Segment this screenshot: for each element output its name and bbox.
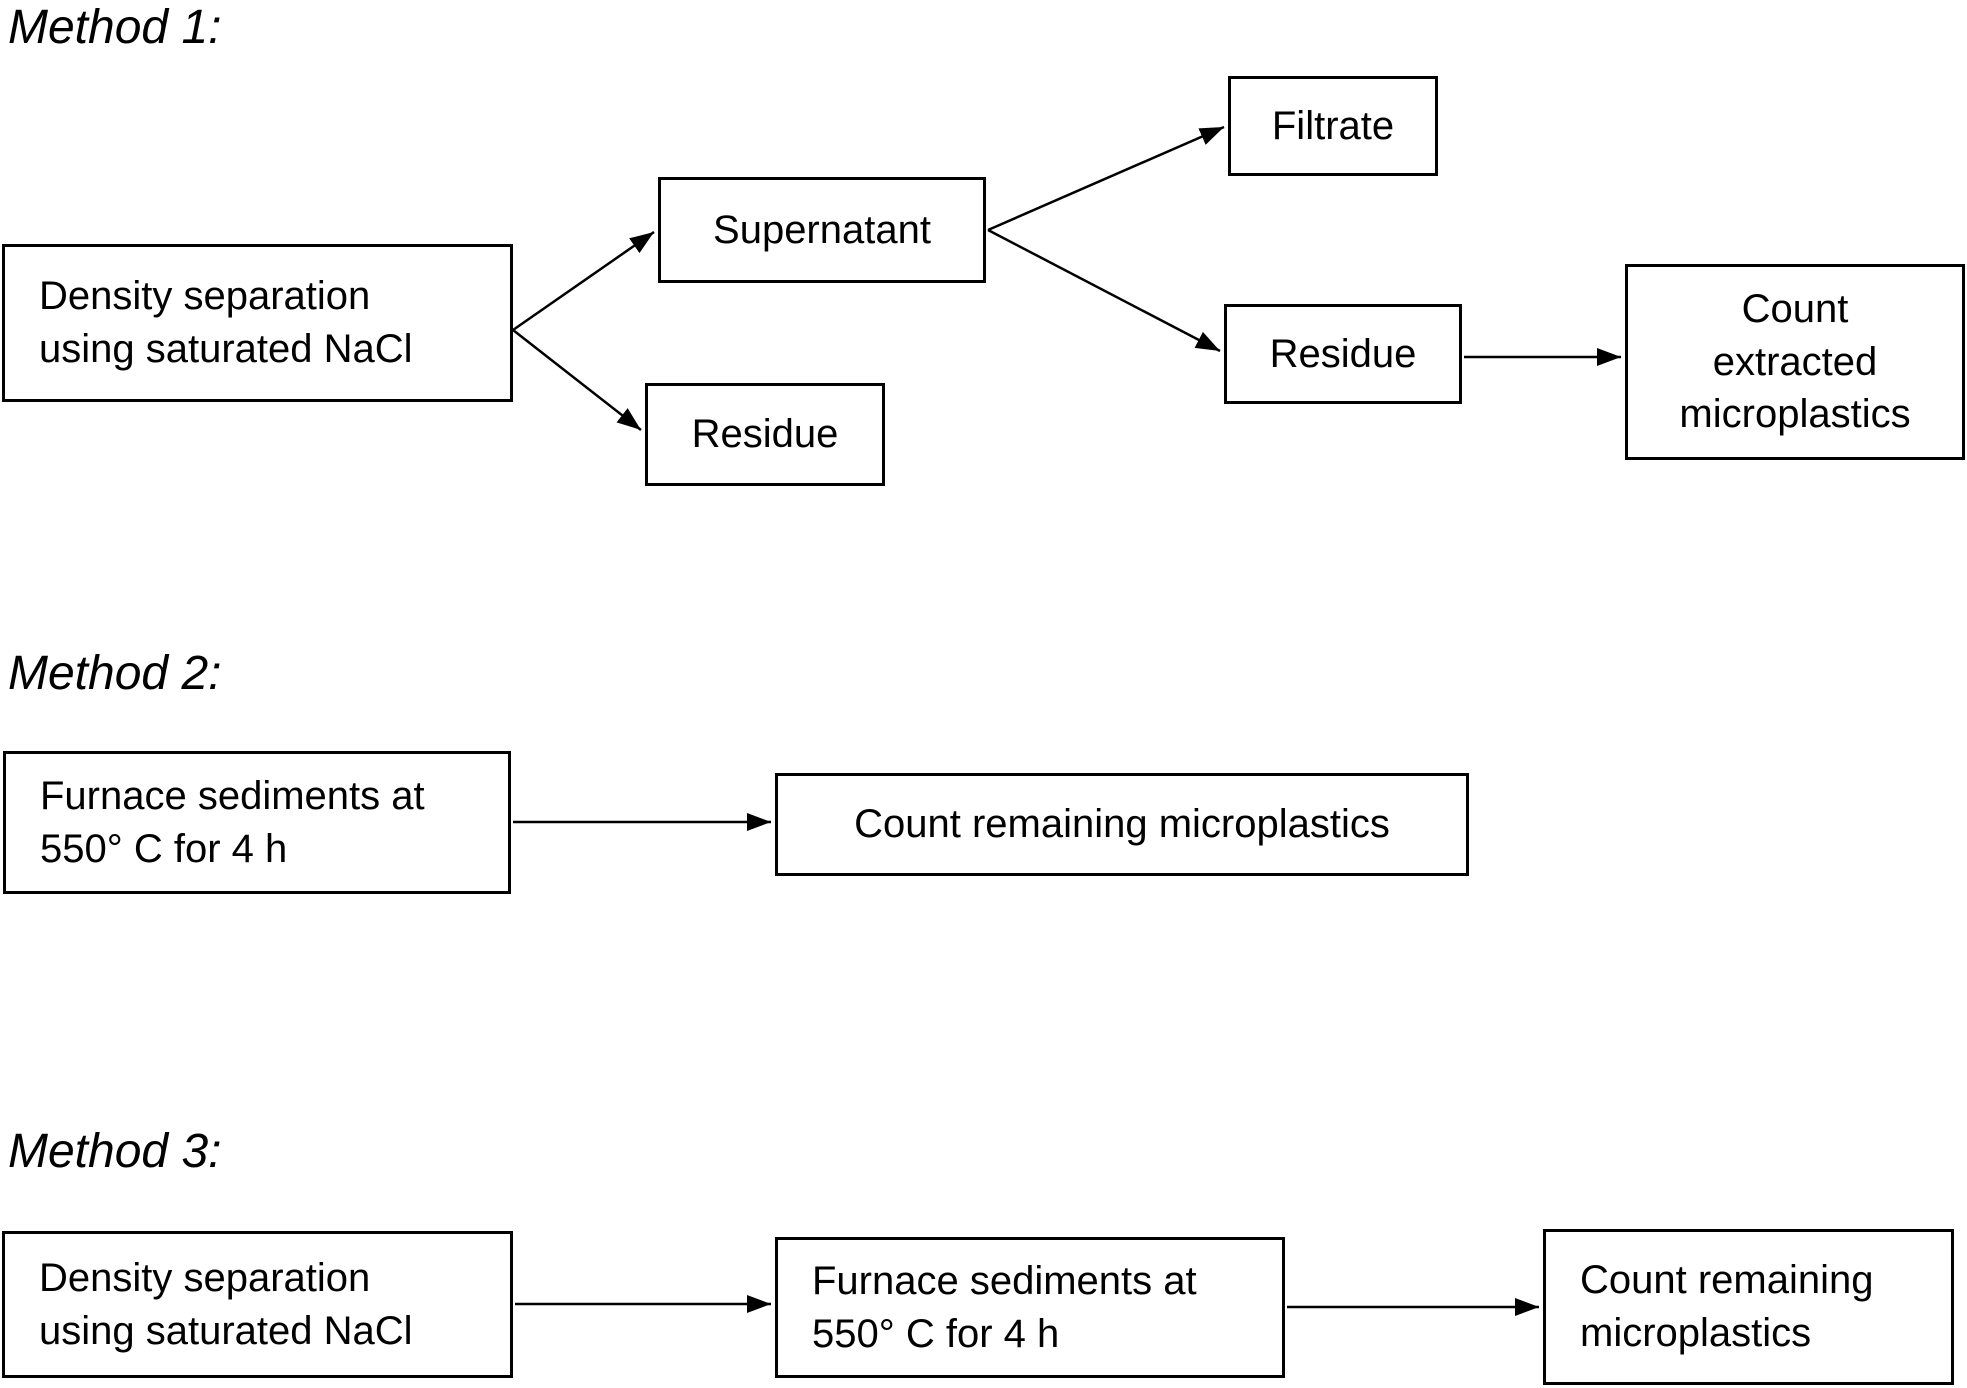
arrow-density-to-supernatant [512, 230, 655, 332]
arrow-supernatant-to-filtrate [987, 125, 1225, 232]
node-supernatant: Supernatant [658, 177, 986, 283]
method-1-label: Method 1: [8, 1, 222, 54]
node-filtrate: Filtrate [1228, 76, 1438, 176]
arrow-density-to-residue1 [512, 329, 642, 431]
method-2-label: Method 2: [8, 647, 222, 700]
node-density-separation-m1: Density separation using saturated NaCl [2, 244, 513, 402]
node-count-remaining-microplastics-m2: Count remaining microplastics [775, 773, 1469, 876]
node-furnace-sediments-m2: Furnace sediments at 550° C for 4 h [3, 751, 511, 894]
node-furnace-sediments-m3: Furnace sediments at 550° C for 4 h [775, 1237, 1285, 1378]
node-count-extracted-microplastics: Count extracted microplastics [1625, 264, 1965, 460]
arrow-supernatant-to-residue2 [987, 228, 1221, 353]
node-residue-2: Residue [1224, 304, 1462, 404]
method-3-label: Method 3: [8, 1125, 222, 1178]
node-residue-1: Residue [645, 383, 885, 486]
node-density-separation-m3: Density separation using saturated NaCl [2, 1231, 513, 1378]
node-count-remaining-microplastics-m3: Count remaining microplastics [1543, 1229, 1954, 1385]
